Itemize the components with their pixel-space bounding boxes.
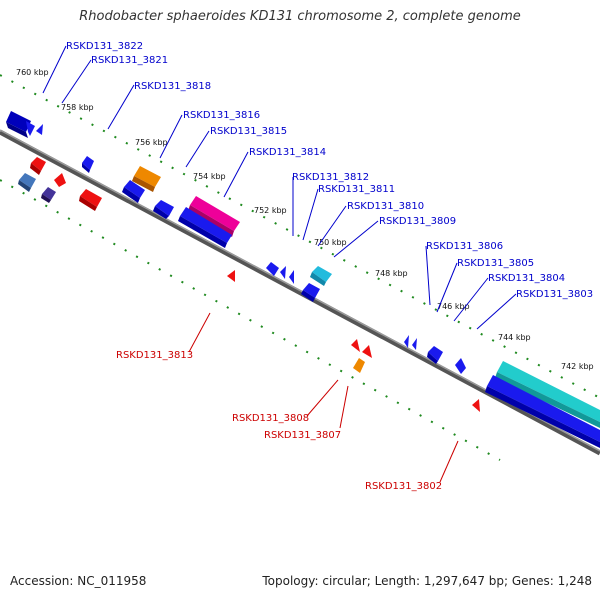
kbp-label: 744 kbp (498, 333, 531, 342)
genome-summary-text: Topology: circular; Length: 1,297,647 bp… (262, 574, 592, 588)
gene-rskd131-3813[interactable] (227, 270, 235, 282)
gene-label[interactable]: RSKD131_3804 (488, 273, 565, 284)
gene-rskd131-3808[interactable] (351, 339, 372, 358)
gene-steel-1[interactable] (18, 173, 36, 192)
gene-rskd131-3802[interactable] (472, 399, 480, 412)
gene-label[interactable]: RSKD131_3811 (318, 184, 395, 195)
gene-rskd131-3804[interactable] (455, 358, 466, 374)
kbp-label: 750 kbp (314, 238, 347, 247)
accession-text: Accession: NC_011958 (10, 574, 147, 588)
gene-label[interactable]: RSKD131_3808 (232, 413, 309, 424)
gene-rskd131-3810[interactable] (310, 266, 332, 286)
kbp-label: 752 kbp (254, 206, 287, 215)
gene-rskd131-3815[interactable] (122, 180, 145, 203)
kbp-label: 748 kbp (375, 269, 408, 278)
gene-rskd131-3803[interactable] (495, 361, 600, 428)
gene-label[interactable]: RSKD131_3805 (457, 258, 534, 269)
plus-strand-labels: RSKD131_3822 RSKD131_3821 RSKD131_3818 R… (66, 41, 593, 300)
gene-long-blue-2[interactable] (485, 375, 600, 448)
gene-label[interactable]: RSKD131_3812 (292, 172, 369, 183)
gene-rskd131-3812[interactable] (266, 262, 294, 284)
gene-rskd131-3809[interactable] (301, 283, 320, 302)
kbp-label: 760 kbp (16, 68, 49, 77)
minus-strand-labels: RSKD131_3813 RSKD131_3808 RSKD131_3807 R… (116, 350, 442, 492)
gene-label[interactable]: RSKD131_3816 (183, 110, 260, 121)
gene-rskd131-3814[interactable] (188, 196, 240, 237)
gene-rskd131-3816[interactable] (132, 166, 161, 192)
plus-strand-genes (6, 111, 600, 448)
gene-purple-1[interactable] (41, 187, 56, 203)
kbp-label: 758 kbp (61, 103, 94, 112)
gene-rskd131-3807[interactable] (353, 358, 365, 373)
gene-red-1[interactable] (30, 157, 46, 175)
gene-label[interactable]: RSKD131_3807 (264, 430, 341, 441)
gene-label[interactable]: RSKD131_3814 (249, 147, 326, 158)
gene-rskd131-3818[interactable] (82, 156, 94, 173)
kbp-label: 754 kbp (193, 172, 226, 181)
gene-label[interactable]: RSKD131_3810 (347, 201, 424, 212)
gene-rskd131-3821[interactable] (36, 124, 43, 135)
plus-leader-lines (42, 45, 517, 330)
minus-strand-genes (18, 157, 480, 412)
outer-tick-rail (0, 74, 600, 399)
gene-label[interactable]: RSKD131_3821 (91, 55, 168, 66)
gene-label[interactable]: RSKD131_3822 (66, 41, 143, 52)
inner-tick-rail (0, 179, 501, 461)
gene-red-2[interactable] (54, 173, 66, 187)
gene-long-blue[interactable] (178, 207, 232, 248)
minus-leader-lines (188, 312, 459, 483)
gene-label[interactable]: RSKD131_3818 (134, 81, 211, 92)
gene-rskd131-3806[interactable] (404, 335, 417, 350)
gene-label[interactable]: RSKD131_3813 (116, 350, 193, 361)
gene-label[interactable]: RSKD131_3806 (426, 241, 503, 252)
gene-label[interactable]: RSKD131_3802 (365, 481, 442, 492)
kbp-label: 742 kbp (561, 362, 594, 371)
gene-label[interactable]: RSKD131_3803 (516, 289, 593, 300)
kbp-scale: 760 kbp 758 kbp 756 kbp 754 kbp 752 kbp … (16, 68, 594, 371)
gene-rskd131-3822[interactable] (6, 111, 35, 138)
gene-label[interactable]: RSKD131_3815 (210, 126, 287, 137)
gene-rskd131-3805[interactable] (427, 346, 443, 364)
kbp-label: 756 kbp (135, 138, 168, 147)
gene-blue-block[interactable] (153, 200, 174, 219)
kbp-label: 746 kbp (437, 302, 470, 311)
gene-label[interactable]: RSKD131_3809 (379, 216, 456, 227)
gene-red-3[interactable] (79, 189, 102, 211)
map-title: Rhodobacter sphaeroides KD131 chromosome… (79, 9, 521, 24)
